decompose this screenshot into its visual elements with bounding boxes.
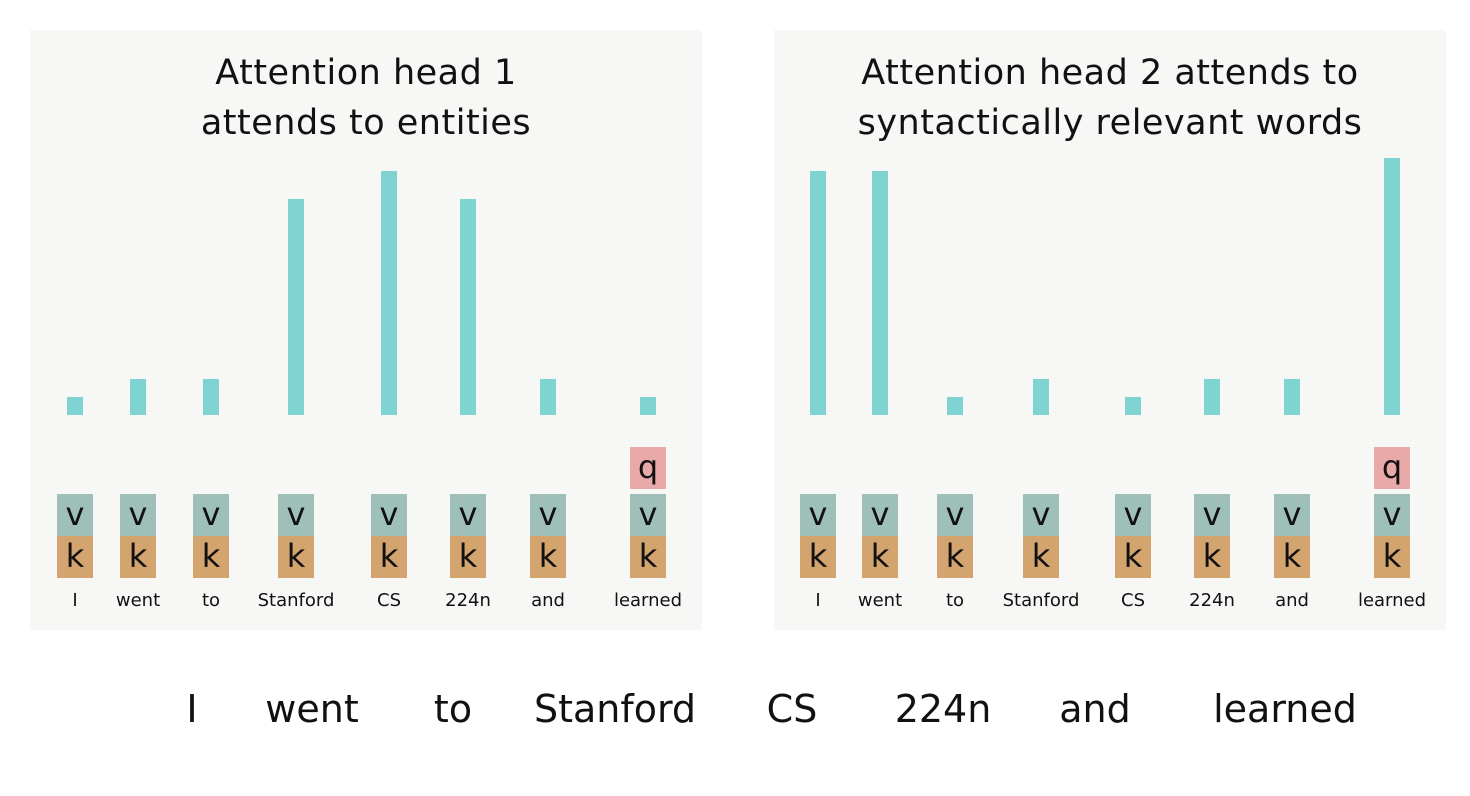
sentence-word: CS (766, 687, 818, 731)
attention-bar (130, 379, 146, 415)
value-vector-box: v (630, 494, 666, 536)
key-vector-box: k (278, 536, 314, 578)
sentence-word: to (433, 687, 473, 731)
attention-bar (872, 171, 888, 415)
token-label: to (201, 590, 221, 611)
value-vector-box: v (1115, 494, 1151, 536)
value-vector-box: v (450, 494, 486, 536)
attention-bar (540, 379, 556, 415)
value-vector-box: v (937, 494, 973, 536)
attention-bar (810, 171, 826, 415)
title-line-1: Attention head 1 (215, 53, 517, 93)
attention-bar (1033, 379, 1049, 415)
title-line-2: attends to entities (200, 103, 532, 143)
value-vector-box: v (371, 494, 407, 536)
token-label: learned (613, 590, 683, 611)
attention-bar (67, 397, 83, 415)
attention-bar (640, 397, 656, 415)
value-vector-box: v (193, 494, 229, 536)
query-vector-box: q (630, 447, 666, 489)
query-vector-box: q (1374, 447, 1410, 489)
key-vector-box: k (193, 536, 229, 578)
token-label: and (531, 590, 565, 611)
key-vector-box: k (937, 536, 973, 578)
token-label: 224n (445, 590, 491, 611)
value-vector-box: v (530, 494, 566, 536)
key-vector-box: k (57, 536, 93, 578)
key-vector-box: k (1023, 536, 1059, 578)
attention-bar (947, 397, 963, 415)
value-vector-box: v (1023, 494, 1059, 536)
token-label: 224n (1189, 590, 1235, 611)
key-vector-box: k (530, 536, 566, 578)
panel-title: Attention head 2 attends to syntacticall… (774, 48, 1446, 148)
attention-bar (1284, 379, 1300, 415)
token-label: CS (1121, 590, 1145, 611)
token-label: went (857, 590, 903, 611)
token-label: learned (1357, 590, 1427, 611)
token-label: CS (377, 590, 401, 611)
token-label: I (815, 590, 821, 611)
sentence-word: and (1059, 687, 1131, 731)
key-vector-box: k (800, 536, 836, 578)
key-vector-box: k (1374, 536, 1410, 578)
sentence-word: Stanford (533, 687, 697, 731)
key-vector-box: k (630, 536, 666, 578)
key-vector-box: k (120, 536, 156, 578)
attention-bar (288, 199, 304, 415)
key-vector-box: k (450, 536, 486, 578)
sentence-word: I (186, 687, 198, 731)
key-vector-box: k (1115, 536, 1151, 578)
key-vector-box: k (371, 536, 407, 578)
token-label: and (1275, 590, 1309, 611)
sentence-word: learned (1213, 687, 1357, 731)
value-vector-box: v (1194, 494, 1230, 536)
key-vector-box: k (1194, 536, 1230, 578)
token-label: Stanford (1002, 590, 1080, 611)
panel-title: Attention head 1 attends to entities (30, 48, 702, 148)
key-vector-box: k (862, 536, 898, 578)
sentence-word: went (265, 687, 359, 731)
attention-bar (1125, 397, 1141, 415)
title-line-2: syntactically relevant words (857, 103, 1363, 143)
value-vector-box: v (120, 494, 156, 536)
attention-bar (203, 379, 219, 415)
title-line-1: Attention head 2 attends to (861, 53, 1359, 93)
token-label: Stanford (257, 590, 335, 611)
attention-bar (381, 171, 397, 415)
value-vector-box: v (1274, 494, 1310, 536)
token-label: I (72, 590, 78, 611)
value-vector-box: v (57, 494, 93, 536)
attention-bar (460, 199, 476, 415)
token-label: went (115, 590, 161, 611)
attention-head-2-panel: Attention head 2 attends to syntacticall… (774, 30, 1446, 630)
value-vector-box: v (278, 494, 314, 536)
attention-bar (1204, 379, 1220, 415)
value-vector-box: v (1374, 494, 1410, 536)
key-vector-box: k (1274, 536, 1310, 578)
value-vector-box: v (800, 494, 836, 536)
value-vector-box: v (862, 494, 898, 536)
sentence-word: 224n (894, 687, 992, 731)
token-label: to (945, 590, 965, 611)
attention-bar (1384, 158, 1400, 415)
